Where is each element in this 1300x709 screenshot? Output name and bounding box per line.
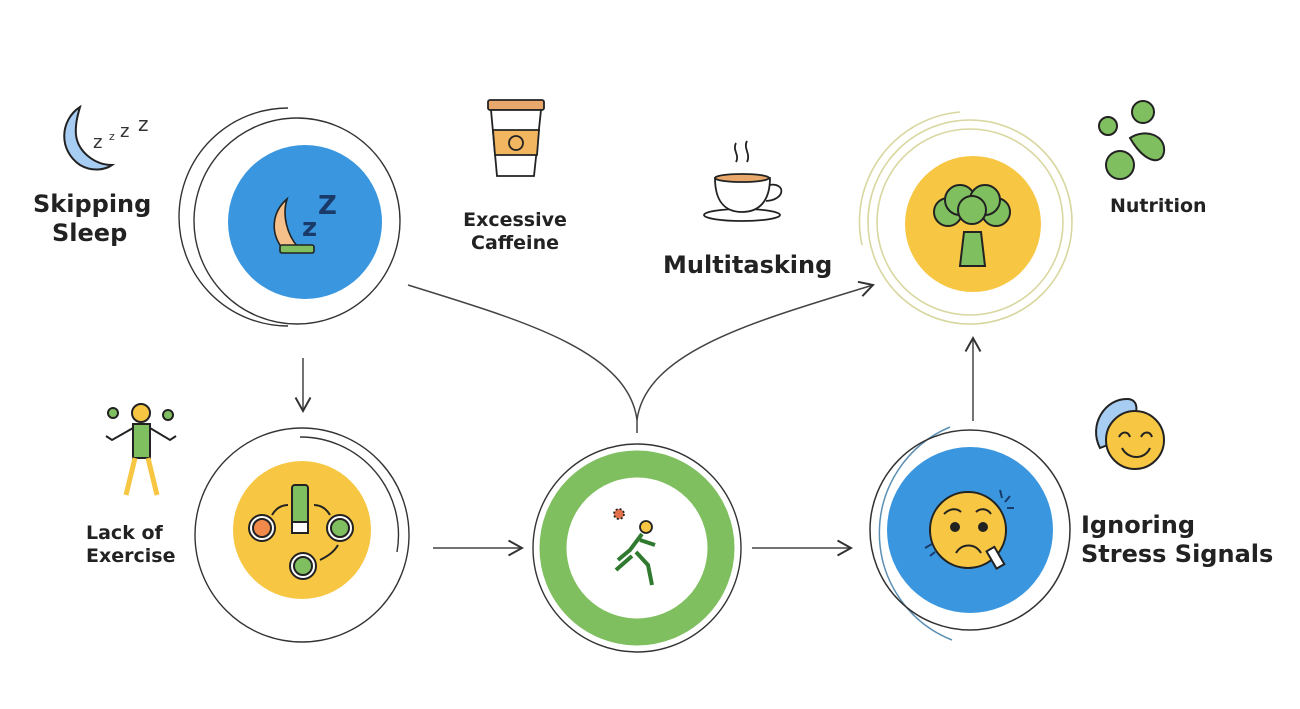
worried-face-icon bbox=[924, 489, 1014, 571]
label-line: Exercise bbox=[86, 544, 176, 567]
label-line: Nutrition bbox=[1110, 195, 1207, 217]
cycle-icon bbox=[248, 484, 354, 580]
outer-ring bbox=[532, 443, 742, 653]
label-ignoring-stress-signals: Ignoring Stress Signals bbox=[1081, 511, 1273, 569]
node-lack-of-exercise[interactable] bbox=[194, 427, 410, 643]
label-line: Caffeine bbox=[471, 231, 559, 254]
svg-text:z: z bbox=[138, 112, 149, 136]
edges bbox=[294, 280, 982, 557]
peas-icon bbox=[1098, 100, 1166, 180]
label-lack-of-exercise: Lack of Exercise bbox=[86, 522, 175, 568]
node-skipping-sleep[interactable]: z Z bbox=[178, 107, 401, 327]
outer-ring-arc bbox=[178, 107, 289, 327]
label-excessive-caffeine: Excessive Caffeine bbox=[455, 209, 575, 255]
broccoli-icon bbox=[933, 184, 1011, 267]
edge-movement-curve-to-nutrition bbox=[636, 280, 875, 421]
moon-zzz-icon: z z z z bbox=[63, 104, 149, 171]
node-stress-signals[interactable] bbox=[869, 426, 1071, 641]
label-line: Sleep bbox=[52, 218, 128, 247]
node-movement[interactable] bbox=[532, 443, 742, 653]
label-line: Lack of bbox=[86, 522, 163, 544]
relieved-face-icon bbox=[1095, 397, 1165, 470]
svg-text:z: z bbox=[302, 213, 317, 243]
svg-text:z: z bbox=[93, 132, 102, 153]
label-nutrition: Nutrition bbox=[1110, 195, 1207, 218]
outer-ring bbox=[867, 119, 1073, 325]
juggling-person-icon bbox=[105, 403, 177, 496]
outer-ring bbox=[869, 429, 1071, 631]
label-line: Stress Signals bbox=[1081, 539, 1274, 568]
label-line: Excessive bbox=[463, 209, 567, 231]
label-line: Skipping bbox=[33, 190, 152, 218]
outer-ring-arc bbox=[299, 436, 400, 553]
outer-ring-arc bbox=[878, 426, 953, 641]
label-multitasking: Multitasking bbox=[663, 251, 832, 280]
label-line: Multitasking bbox=[663, 251, 833, 279]
teacup-icon bbox=[703, 140, 783, 222]
svg-text:z: z bbox=[120, 121, 129, 142]
outer-ring bbox=[193, 117, 401, 325]
outer-ring bbox=[194, 427, 410, 643]
inner-ring bbox=[876, 128, 1064, 316]
coffee-cup-icon bbox=[487, 99, 545, 177]
edge-sleep-curve-to-movement bbox=[407, 284, 638, 433]
svg-text:Z: Z bbox=[318, 191, 337, 221]
green-ring bbox=[539, 450, 735, 646]
outer-ring-arc bbox=[858, 111, 961, 246]
svg-text:z: z bbox=[109, 130, 115, 143]
running-person-icon bbox=[613, 508, 656, 586]
label-line: Ignoring bbox=[1081, 511, 1196, 539]
label-skipping-sleep: Skipping Sleep bbox=[33, 190, 151, 248]
sleeping-person-icon: z Z bbox=[273, 191, 337, 254]
node-nutrition[interactable] bbox=[858, 111, 1073, 325]
node-fill bbox=[228, 145, 382, 299]
